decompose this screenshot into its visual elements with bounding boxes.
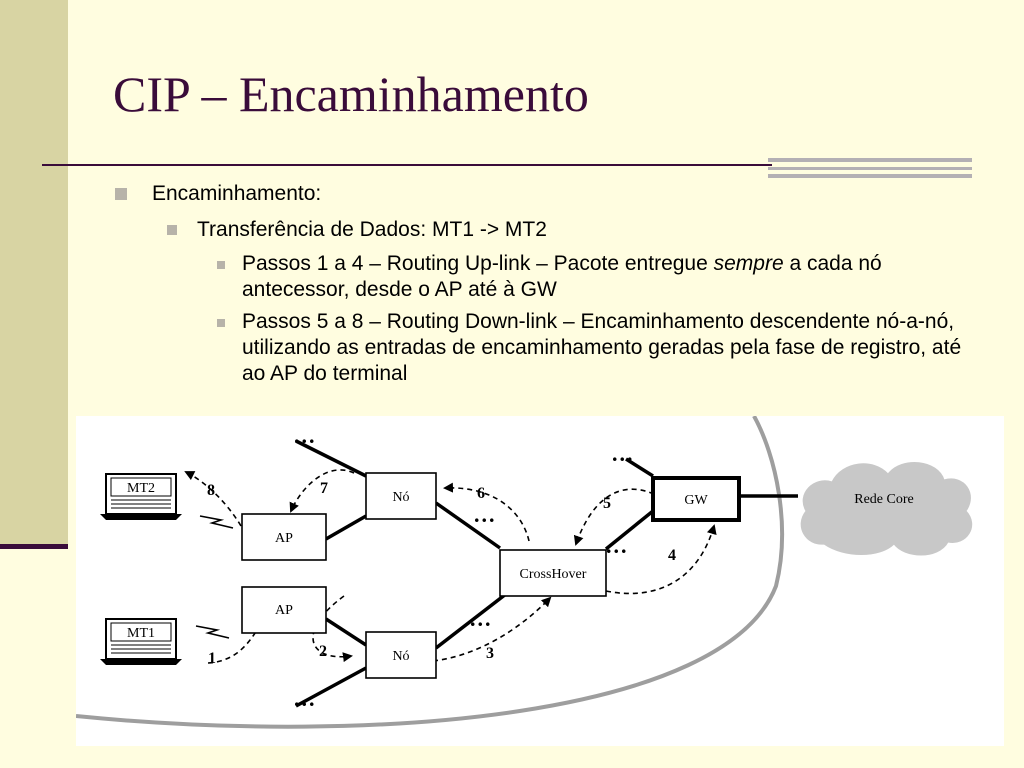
wireless-icon bbox=[195, 625, 230, 639]
ellipsis-mid: ... bbox=[474, 502, 497, 527]
ellipsis-top-right: ... bbox=[612, 441, 635, 466]
bullet-square bbox=[167, 225, 177, 235]
step-number-4: 4 bbox=[668, 547, 676, 564]
ap-top-label: AP bbox=[275, 531, 293, 546]
step-number-8: 8 bbox=[207, 482, 215, 499]
crosshover-box bbox=[499, 549, 607, 597]
bullet-square bbox=[217, 319, 225, 327]
no-bottom-box bbox=[365, 631, 437, 679]
title-rule bbox=[42, 164, 772, 166]
no-top-box bbox=[365, 472, 437, 520]
step-number-2: 2 bbox=[319, 643, 327, 660]
title-rule-stripe bbox=[768, 158, 972, 162]
bullet-level3-item: Passos 1 a 4 – Routing Up-link – Pacote … bbox=[242, 251, 987, 303]
network-boundary-arc bbox=[76, 416, 785, 729]
mt2-label: MT2 bbox=[127, 481, 155, 496]
mt1-label: MT1 bbox=[127, 626, 155, 641]
title-rule-stripe bbox=[768, 167, 972, 170]
ap-top-box bbox=[241, 513, 327, 561]
step-number-3: 3 bbox=[486, 645, 494, 662]
ap-bottom-box bbox=[241, 586, 327, 634]
bullet-square bbox=[115, 188, 127, 200]
network-links bbox=[295, 439, 798, 708]
ap-bottom-label: AP bbox=[275, 603, 293, 618]
ellipsis-crosshover: ... bbox=[606, 533, 629, 558]
step-arrows bbox=[184, 469, 717, 664]
slide-title: CIP – Encaminhamento bbox=[113, 66, 589, 122]
left-accent-bar bbox=[0, 544, 68, 549]
title-rule-stripe bbox=[768, 174, 972, 178]
ellipsis-bottom-left: ... bbox=[294, 686, 317, 711]
ellipsis-lower-mid: ... bbox=[470, 606, 493, 631]
step-number-5: 5 bbox=[603, 495, 611, 512]
routing-diagram-svg: ... ... ... ... ... ... 1 2 3 4 5 6 7 8 bbox=[76, 416, 973, 729]
gw-box bbox=[651, 476, 741, 522]
laptop-icon bbox=[100, 618, 182, 665]
no-top-label: Nó bbox=[392, 490, 409, 505]
bullet-level3-item: Passos 5 a 8 – Routing Down-link – Encam… bbox=[242, 309, 987, 387]
bullet-text: a cada nó antecessor, desde o AP até à G… bbox=[242, 252, 882, 301]
rede-core-label: Rede Core bbox=[854, 492, 913, 507]
step-number-6: 6 bbox=[477, 485, 485, 502]
routing-diagram: ... ... ... ... ... ... 1 2 3 4 5 6 7 8 bbox=[76, 416, 1004, 746]
step-number-1: 1 bbox=[208, 650, 216, 667]
wireless-icon bbox=[199, 515, 234, 529]
bullet-level1: Encaminhamento: bbox=[152, 182, 322, 205]
ellipsis-top-left: ... bbox=[294, 423, 317, 448]
bullet-level2: Transferência de Dados: MT1 -> MT2 bbox=[197, 218, 547, 241]
no-bottom-label: Nó bbox=[392, 649, 409, 664]
left-accent-band bbox=[0, 0, 68, 548]
crosshover-label: CrossHover bbox=[520, 567, 587, 582]
bullet-text: Passos 5 a 8 – Routing Down-link – Encam… bbox=[242, 310, 962, 385]
step-number-7: 7 bbox=[320, 480, 328, 497]
bullet-square bbox=[217, 261, 225, 269]
bullet-text: Passos 1 a 4 – Routing Up-link – Pacote … bbox=[242, 252, 714, 275]
bullet-emphasis: sempre bbox=[713, 252, 784, 275]
gw-label: GW bbox=[684, 493, 708, 508]
cloud-icon bbox=[800, 462, 973, 556]
laptop-icon bbox=[100, 473, 182, 520]
